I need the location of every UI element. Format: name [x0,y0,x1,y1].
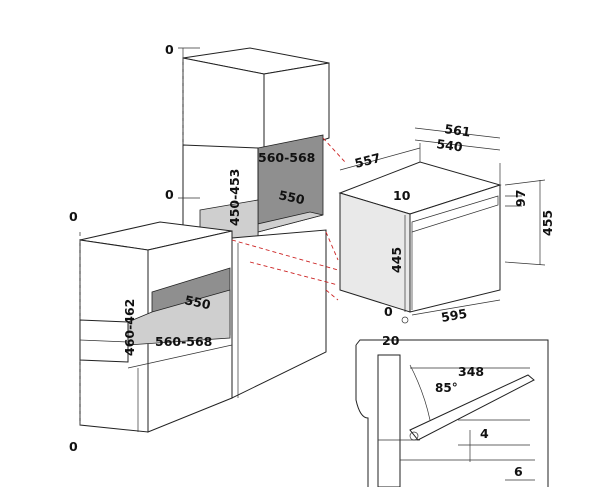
base-cabinet [79,221,233,433]
dim-base-niche-height: 460-462 [122,299,137,356]
dim-oven-total-height: 455 [540,210,555,236]
dim-oven-depth-body: 540 [436,136,464,155]
dim-tower-top-gap: 0 [165,42,174,57]
dim-door-angle: 85° [435,381,458,395]
dim-base-bottom-gap: 0 [69,439,78,454]
dim-oven-bottom-offset: 0 [384,304,393,319]
dim-tower-niche-depth: 550 [277,187,306,207]
door-detail [355,339,549,487]
dim-tower-niche-width: 560-568 [258,150,315,165]
dim-base-top-gap: 0 [69,209,78,224]
dim-door-gap-a: 4 [480,426,489,441]
dim-oven-top-offset: 10 [393,188,411,203]
projection-lines [231,137,346,301]
dim-base-niche-depth: 550 [183,292,212,312]
dim-oven-depth-total: 561 [444,121,472,139]
dim-base-niche-width: 560-568 [155,334,212,349]
dim-tower-mid-gap: 0 [165,187,174,202]
dim-oven-panel-height: 97 [513,190,528,207]
dim-oven-front-thickness: 20 [382,333,400,348]
oven [338,127,546,324]
dim-oven-width: 595 [440,306,468,325]
dim-tower-niche-height: 450-453 [227,169,242,226]
dim-door-gap-b: 6 [514,464,523,479]
dim-oven-depth-front: 557 [353,150,382,171]
dim-oven-body-height: 445 [389,247,404,273]
dim-door-open-depth: 348 [458,364,484,379]
